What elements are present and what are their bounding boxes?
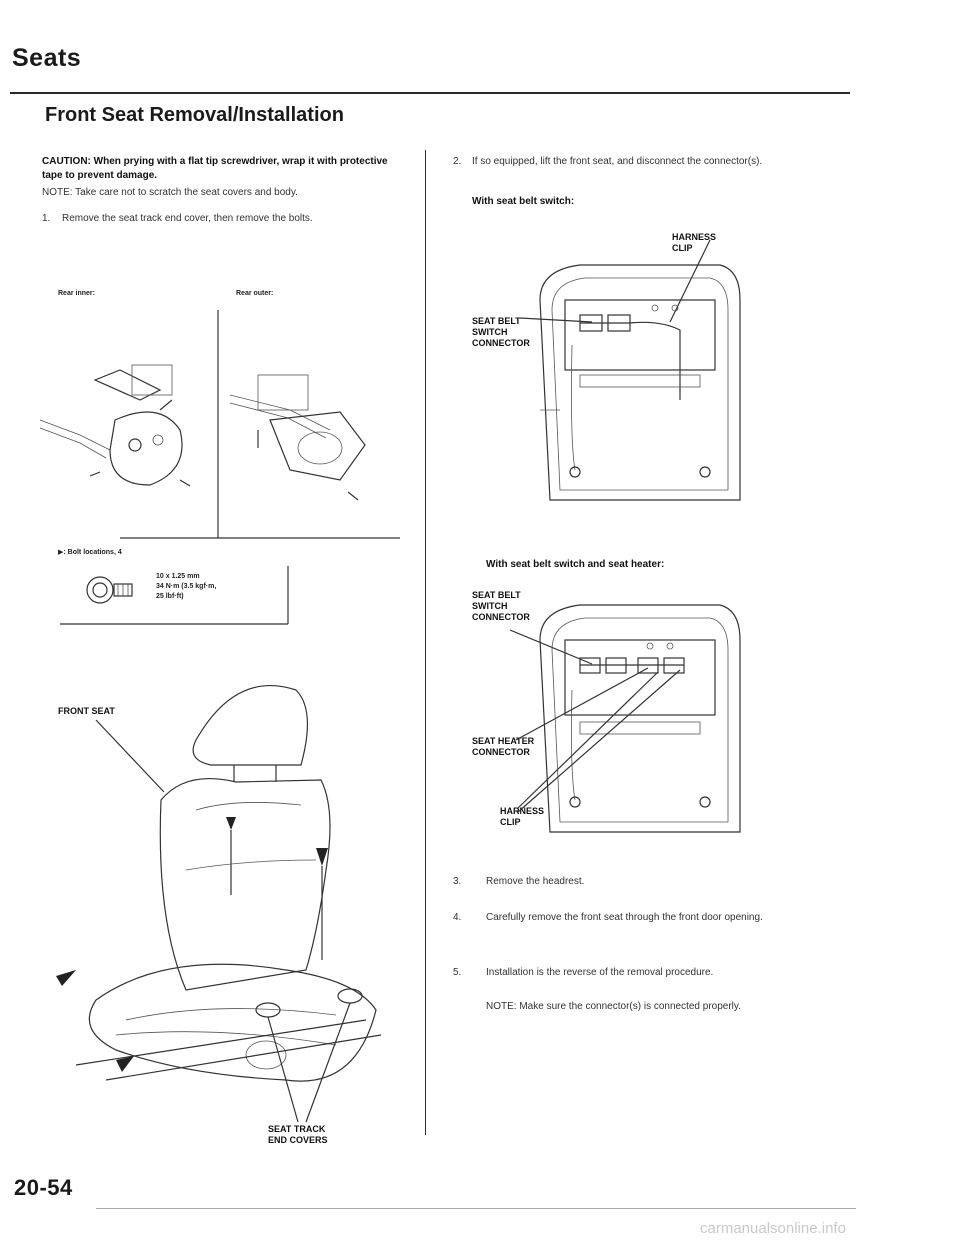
- seat-belt-connector-label-1: SEAT BELT SWITCH CONNECTOR: [472, 316, 530, 348]
- step-2-number: 2.: [453, 156, 462, 167]
- bolt-spec-frame: [60, 566, 289, 625]
- step-5-number: 5.: [453, 967, 462, 978]
- front-seat-label: FRONT SEAT: [58, 706, 115, 716]
- seat-track-label: SEAT TRACK END COVERS: [268, 1124, 328, 1145]
- page-title: Front Seat Removal/Installation: [45, 104, 344, 126]
- rear-outer-bracket-illustration: [229, 374, 366, 501]
- front-seat-illustration: [56, 685, 382, 1123]
- caution-text: When prying with a flat tip screwdriver,…: [42, 156, 388, 181]
- step-1-text: Remove the seat track end cover, then re…: [62, 213, 313, 224]
- bolt-spec: 10 x 1.25 mm 34 N·m (3.5 kgf·m, 25 lbf·f…: [156, 573, 217, 600]
- bolt-icon: [86, 576, 133, 604]
- step-4-number: 4.: [453, 912, 462, 923]
- note-2-label: NOTE:: [486, 1001, 517, 1012]
- seat-frame-figure-switch: [519, 239, 741, 501]
- step-2-text: If so equipped, lift the front seat, and…: [472, 156, 763, 167]
- harness-clip-label-1: HARNESS CLIP: [672, 232, 717, 253]
- step-4-text: Carefully remove the front seat through …: [486, 912, 763, 923]
- step-3-text: Remove the headrest.: [486, 876, 585, 887]
- rear-outer-label: Rear outer:: [236, 290, 274, 297]
- rear-inner-bracket-illustration: [39, 364, 191, 487]
- bolt-locations-label: ▶: Bolt locations, 4: [58, 549, 122, 556]
- column-divider: [425, 150, 426, 1135]
- bolt-location-figure: [39, 310, 400, 539]
- caution-label: CAUTION:: [42, 156, 91, 167]
- caution-block: CAUTION: When prying with a flat tip scr…: [42, 155, 407, 183]
- with-switch-heater-heading: With seat belt switch and seat heater:: [486, 559, 665, 570]
- seat-frame-figure-switch-heater: [509, 604, 741, 833]
- header-rule: [10, 92, 850, 94]
- note-2-block: NOTE: Make sure the connector(s) is conn…: [486, 1000, 816, 1014]
- note-label: NOTE:: [42, 187, 73, 198]
- watermark: carmanualsonline.info: [700, 1220, 846, 1237]
- footer-rule: [96, 1208, 856, 1209]
- note-text: Take care not to scratch the seat covers…: [75, 187, 298, 198]
- step-1-number: 1.: [42, 213, 51, 224]
- rear-inner-label: Rear inner:: [58, 290, 95, 297]
- step-5-text: Installation is the reverse of the remov…: [486, 967, 714, 978]
- page-number: 20-54: [14, 1175, 73, 1200]
- seat-belt-connector-label-2: SEAT BELT SWITCH CONNECTOR: [472, 590, 530, 622]
- harness-clip-label-2: HARNESS CLIP: [500, 806, 545, 827]
- note-2-text: Make sure the connector(s) is connected …: [519, 1001, 741, 1012]
- with-switch-heading: With seat belt switch:: [472, 196, 575, 207]
- seat-heater-connector-label: SEAT HEATER CONNECTOR: [472, 736, 535, 757]
- section-title: Seats: [12, 44, 82, 72]
- note-block: NOTE: Take care not to scratch the seat …: [42, 186, 407, 200]
- step-3-number: 3.: [453, 876, 462, 887]
